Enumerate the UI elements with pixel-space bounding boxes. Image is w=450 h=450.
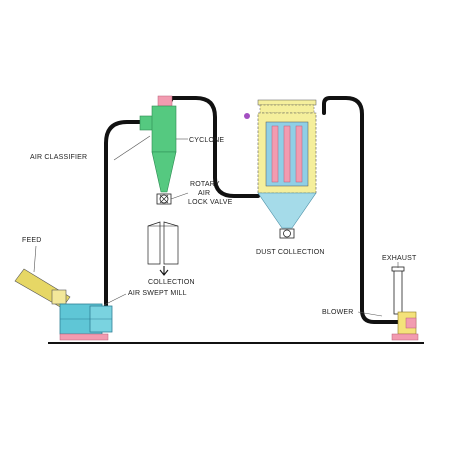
baghouse-valve-disc bbox=[283, 229, 291, 238]
air-swept-mill bbox=[59, 303, 113, 341]
baghouse-roof bbox=[259, 104, 315, 114]
duct-mill-to-classifier bbox=[104, 120, 144, 310]
collection-bag-right bbox=[163, 221, 179, 265]
label-rotary-line2: AIR bbox=[198, 190, 210, 197]
label-feed: FEED bbox=[22, 237, 41, 244]
label-rotary-line3: LOCK VALVE bbox=[188, 199, 233, 206]
label-rotary-line1: ROTARY bbox=[190, 181, 220, 188]
blower-base bbox=[391, 333, 419, 341]
label-air-swept-mill: AIR SWEPT MILL bbox=[128, 290, 187, 297]
mill-base bbox=[59, 333, 109, 341]
feed-chute-base bbox=[51, 289, 67, 305]
feed-hopper bbox=[14, 268, 71, 309]
label-air-classifier: AIR CLASSIFIER bbox=[30, 154, 87, 161]
rotary-valve-cross-2 bbox=[159, 194, 169, 204]
filter-bag-3 bbox=[295, 125, 303, 183]
label-dust-collection: DUST COLLECTION bbox=[256, 249, 325, 256]
duct-network bbox=[104, 96, 402, 324]
filter-bag-1 bbox=[271, 125, 279, 183]
blower-motor bbox=[405, 317, 417, 329]
baghouse-top-plate bbox=[257, 99, 317, 106]
duct-baghouse-to-blower bbox=[322, 96, 402, 324]
exhaust-stack bbox=[393, 269, 403, 315]
label-blower: BLOWER bbox=[322, 309, 354, 316]
leader-blower bbox=[357, 311, 383, 317]
duct-cyclone-to-baghouse bbox=[168, 96, 260, 198]
collection-bag-left bbox=[147, 221, 161, 265]
label-cyclone: CYCLONE bbox=[189, 137, 224, 144]
collection-bags bbox=[147, 221, 179, 276]
collection-arrow-icon bbox=[159, 266, 169, 276]
dust-collector bbox=[244, 99, 317, 239]
cyclone-outlet-flange bbox=[157, 95, 173, 107]
pulse-valve-icon bbox=[244, 113, 250, 119]
leader-air-swept-mill bbox=[103, 293, 127, 306]
cyclone-cone bbox=[151, 151, 177, 193]
baghouse-hopper bbox=[257, 192, 317, 229]
label-exhaust: EXHAUST bbox=[382, 255, 417, 262]
blower-unit bbox=[391, 266, 419, 341]
label-collection: COLLECTION bbox=[148, 279, 195, 286]
leader-feed bbox=[33, 245, 37, 273]
leader-air-classifier bbox=[113, 135, 151, 161]
cyclone-body bbox=[151, 105, 177, 153]
leader-rotary bbox=[170, 192, 189, 200]
cyclone-unit bbox=[139, 95, 177, 205]
filter-bag-2 bbox=[283, 125, 291, 183]
